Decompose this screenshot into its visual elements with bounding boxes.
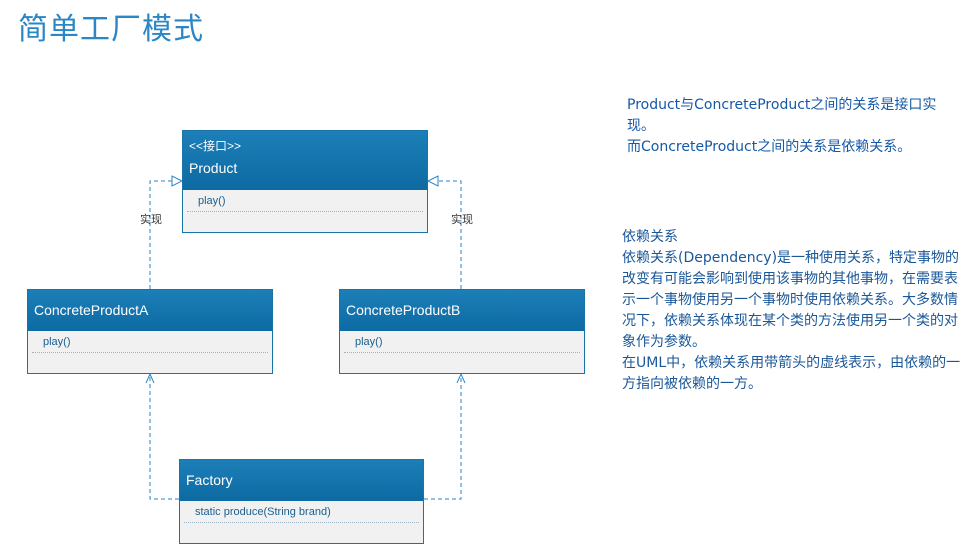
concrete-product-b-divider bbox=[344, 352, 580, 353]
concrete-product-a-method: play() bbox=[43, 336, 71, 348]
realize-arrowhead-a bbox=[171, 175, 184, 187]
product-stereotype: <<接口>> bbox=[189, 139, 242, 153]
concrete-product-a-name: ConcreteProductA bbox=[34, 302, 149, 318]
realize-line-a bbox=[149, 180, 175, 289]
factory-class-name: Factory bbox=[186, 472, 233, 488]
factory-divider bbox=[184, 522, 419, 523]
factory-method: static produce(String brand) bbox=[195, 506, 331, 518]
concrete-product-a-header: ConcreteProductA bbox=[28, 290, 272, 331]
realize-line-b bbox=[436, 180, 462, 289]
dependency-note-title: 依赖关系 bbox=[622, 229, 678, 245]
product-class-name: Product bbox=[189, 160, 238, 176]
factory-class-header: Factory bbox=[180, 460, 423, 501]
concrete-product-b-method: play() bbox=[355, 336, 383, 348]
realize-arrowhead-b bbox=[426, 175, 439, 187]
product-class-header: <<接口>> Product bbox=[183, 131, 427, 190]
page-title: 简单工厂模式 bbox=[18, 12, 204, 47]
realize-label-right: 实现 bbox=[451, 213, 473, 226]
concrete-product-b-name: ConcreteProductB bbox=[346, 302, 461, 318]
dependency-note: 依赖关系 依赖关系(Dependency)是一种使用关系，特定事物的改变有可能会… bbox=[622, 227, 964, 395]
concrete-product-b-header: ConcreteProductB bbox=[340, 290, 584, 331]
dependency-line-b bbox=[424, 374, 462, 500]
concrete-product-a-divider bbox=[32, 352, 268, 353]
relation-note-line-1: Product与ConcreteProduct之间的关系是接口实现。 bbox=[627, 97, 937, 134]
realize-label-left: 实现 bbox=[140, 213, 162, 226]
dependency-note-paragraph-1: 依赖关系(Dependency)是一种使用关系，特定事物的改变有可能会影响到使用… bbox=[622, 250, 960, 350]
concrete-product-a-box[interactable]: ConcreteProductA play() bbox=[27, 289, 273, 374]
product-divider bbox=[187, 211, 423, 212]
relation-note-line-2: 而ConcreteProduct之间的关系是依赖关系。 bbox=[627, 139, 912, 155]
factory-class-box[interactable]: Factory static produce(String brand) bbox=[179, 459, 424, 544]
product-class-box[interactable]: <<接口>> Product play() bbox=[182, 130, 428, 233]
concrete-product-b-box[interactable]: ConcreteProductB play() bbox=[339, 289, 585, 374]
dependency-note-paragraph-2: 在UML中，依赖关系用带箭头的虚线表示，由依赖的一方指向被依赖的一方。 bbox=[622, 355, 961, 392]
dependency-arrowhead-a bbox=[145, 372, 155, 384]
relation-note: Product与ConcreteProduct之间的关系是接口实现。 而Conc… bbox=[627, 95, 937, 158]
product-method: play() bbox=[198, 195, 226, 207]
dependency-line-a bbox=[149, 374, 179, 500]
dependency-arrowhead-b bbox=[456, 372, 466, 384]
